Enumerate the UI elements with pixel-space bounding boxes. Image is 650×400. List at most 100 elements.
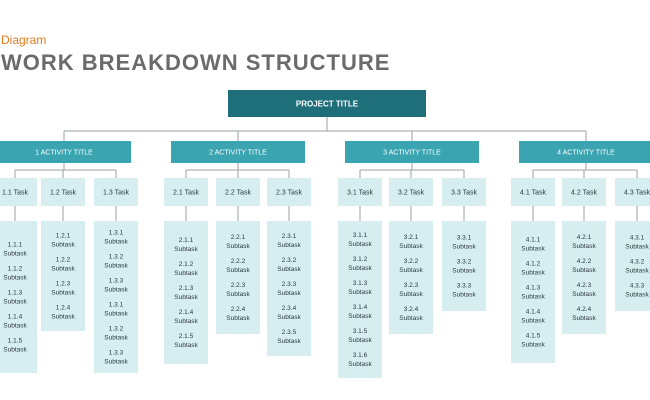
subtask-label: Subtask [277, 242, 301, 249]
subtask-column-box [94, 221, 138, 373]
subtask-label: Subtask [399, 243, 423, 250]
subtask-code: 1.2.1 [56, 233, 71, 240]
diagram-kicker: Diagram [1, 33, 47, 47]
subtask-code: 1.3.3 [109, 350, 124, 357]
subtask-label: Subtask [51, 266, 75, 273]
subtask-label: Subtask [348, 241, 372, 248]
subtask-column-1-3: 1.3.1Subtask1.3.2Subtask1.3.3Subtask1.3.… [94, 221, 138, 373]
task-3-1: 3.1 Task [338, 178, 382, 206]
subtask-code: 2.1.3 [179, 285, 194, 292]
subtask-label: Subtask [572, 315, 596, 322]
activity-2-label: 2 ACTIVITY TITLE [209, 149, 267, 156]
subtask-label: Subtask [3, 275, 27, 282]
task-3-2-box [389, 178, 433, 206]
subtask-code: 2.2.2 [231, 258, 246, 265]
subtask-label: Subtask [625, 268, 649, 275]
subtask-label: Subtask [104, 263, 128, 270]
subtask-label: Subtask [625, 244, 649, 251]
subtask-label: Subtask [104, 287, 128, 294]
subtask-column-box [216, 221, 260, 334]
subtask-code: 2.3.5 [282, 329, 297, 336]
subtask-column-4-2: 4.2.1Subtask4.2.2Subtask4.2.3Subtask4.2.… [562, 221, 606, 334]
subtask-label: Subtask [226, 291, 250, 298]
subtask-label: Subtask [399, 315, 423, 322]
subtask-code: 2.2.4 [231, 306, 246, 313]
subtask-label: Subtask [3, 299, 27, 306]
subtask-code: 4.2.3 [577, 282, 592, 289]
activity-2-box [171, 141, 305, 163]
task-3-3-label: 3.3 Task [451, 189, 477, 196]
activity-1-label: 1 ACTIVITY TITLE [35, 149, 93, 156]
task-1-1-box [0, 178, 37, 206]
subtask-label: Subtask [3, 251, 27, 258]
subtask-code: 2.3.1 [282, 233, 297, 240]
task-4-1: 4.1 Task [511, 178, 555, 206]
subtask-label: Subtask [572, 267, 596, 274]
subtask-code: 1.3.2 [109, 326, 124, 333]
subtask-code: 3.2.2 [404, 258, 419, 265]
subtask-code: 3.1.3 [353, 280, 368, 287]
subtask-label: Subtask [399, 291, 423, 298]
task-2-2-box [216, 178, 260, 206]
subtask-column-box [615, 221, 650, 311]
task-3-1-label: 3.1 Task [347, 189, 373, 196]
subtask-label: Subtask [226, 315, 250, 322]
subtask-code: 4.3.1 [630, 235, 645, 242]
subtask-column-box [442, 221, 486, 311]
subtask-label: Subtask [521, 246, 545, 253]
subtask-label: Subtask [226, 267, 250, 274]
subtask-code: 2.1.5 [179, 333, 194, 340]
subtask-code: 1.1.2 [8, 266, 23, 273]
task-3-3-box [442, 178, 486, 206]
task-3-2: 3.2 Task [389, 178, 433, 206]
task-1-2: 1.2 Task [41, 178, 85, 206]
task-3-2-label: 3.2 Task [398, 189, 424, 196]
subtask-column-box [0, 221, 37, 373]
subtask-code: 4.1.1 [526, 237, 541, 244]
task-1-3-box [94, 178, 138, 206]
subtask-label: Subtask [104, 311, 128, 318]
subtask-code: 1.2.3 [56, 281, 71, 288]
subtask-label: Subtask [51, 290, 75, 297]
task-2-3-label: 2.3 Task [276, 189, 302, 196]
subtask-code: 1.3.1 [109, 230, 124, 237]
task-2-2: 2.2 Task [216, 178, 260, 206]
activity-4-box [519, 141, 650, 163]
subtask-code: 4.2.1 [577, 234, 592, 241]
task-4-2-label: 4.2 Task [571, 189, 597, 196]
subtask-label: Subtask [348, 337, 372, 344]
task-4-2-box [562, 178, 606, 206]
task-4-3-label: 4.3 Task [624, 189, 650, 196]
task-1-2-box [41, 178, 85, 206]
activity-3-box [345, 141, 479, 163]
subtask-code: 3.2.4 [404, 306, 419, 313]
subtask-code: 4.3.3 [630, 283, 645, 290]
task-1-1-label: 1.1 Task [2, 189, 28, 196]
subtask-code: 3.3.1 [457, 235, 472, 242]
task-1-3: 1.3 Task [94, 178, 138, 206]
task-2-2-label: 2.2 Task [225, 189, 251, 196]
subtask-code: 1.1.4 [8, 314, 23, 321]
activity-4-label: 4 ACTIVITY TITLE [557, 149, 615, 156]
subtask-label: Subtask [625, 292, 649, 299]
subtask-label: Subtask [572, 243, 596, 250]
subtask-code: 3.1.5 [353, 328, 368, 335]
subtask-code: 2.1.1 [179, 237, 194, 244]
page-title: WORK BREAKDOWN STRUCTURE [1, 50, 391, 75]
subtask-label: Subtask [399, 267, 423, 274]
subtask-code: 4.1.2 [526, 261, 541, 268]
subtask-code: 4.3.2 [630, 259, 645, 266]
subtask-column-box [41, 221, 85, 331]
subtask-label: Subtask [521, 342, 545, 349]
subtask-label: Subtask [3, 347, 27, 354]
subtask-label: Subtask [3, 323, 27, 330]
subtask-label: Subtask [348, 361, 372, 368]
subtask-column-box [562, 221, 606, 334]
subtask-code: 3.1.2 [353, 256, 368, 263]
subtask-column-2-2: 2.2.1Subtask2.2.2Subtask2.2.3Subtask2.2.… [216, 221, 260, 334]
subtask-label: Subtask [174, 318, 198, 325]
subtask-code: 2.3.4 [282, 305, 297, 312]
subtask-code: 2.3.3 [282, 281, 297, 288]
